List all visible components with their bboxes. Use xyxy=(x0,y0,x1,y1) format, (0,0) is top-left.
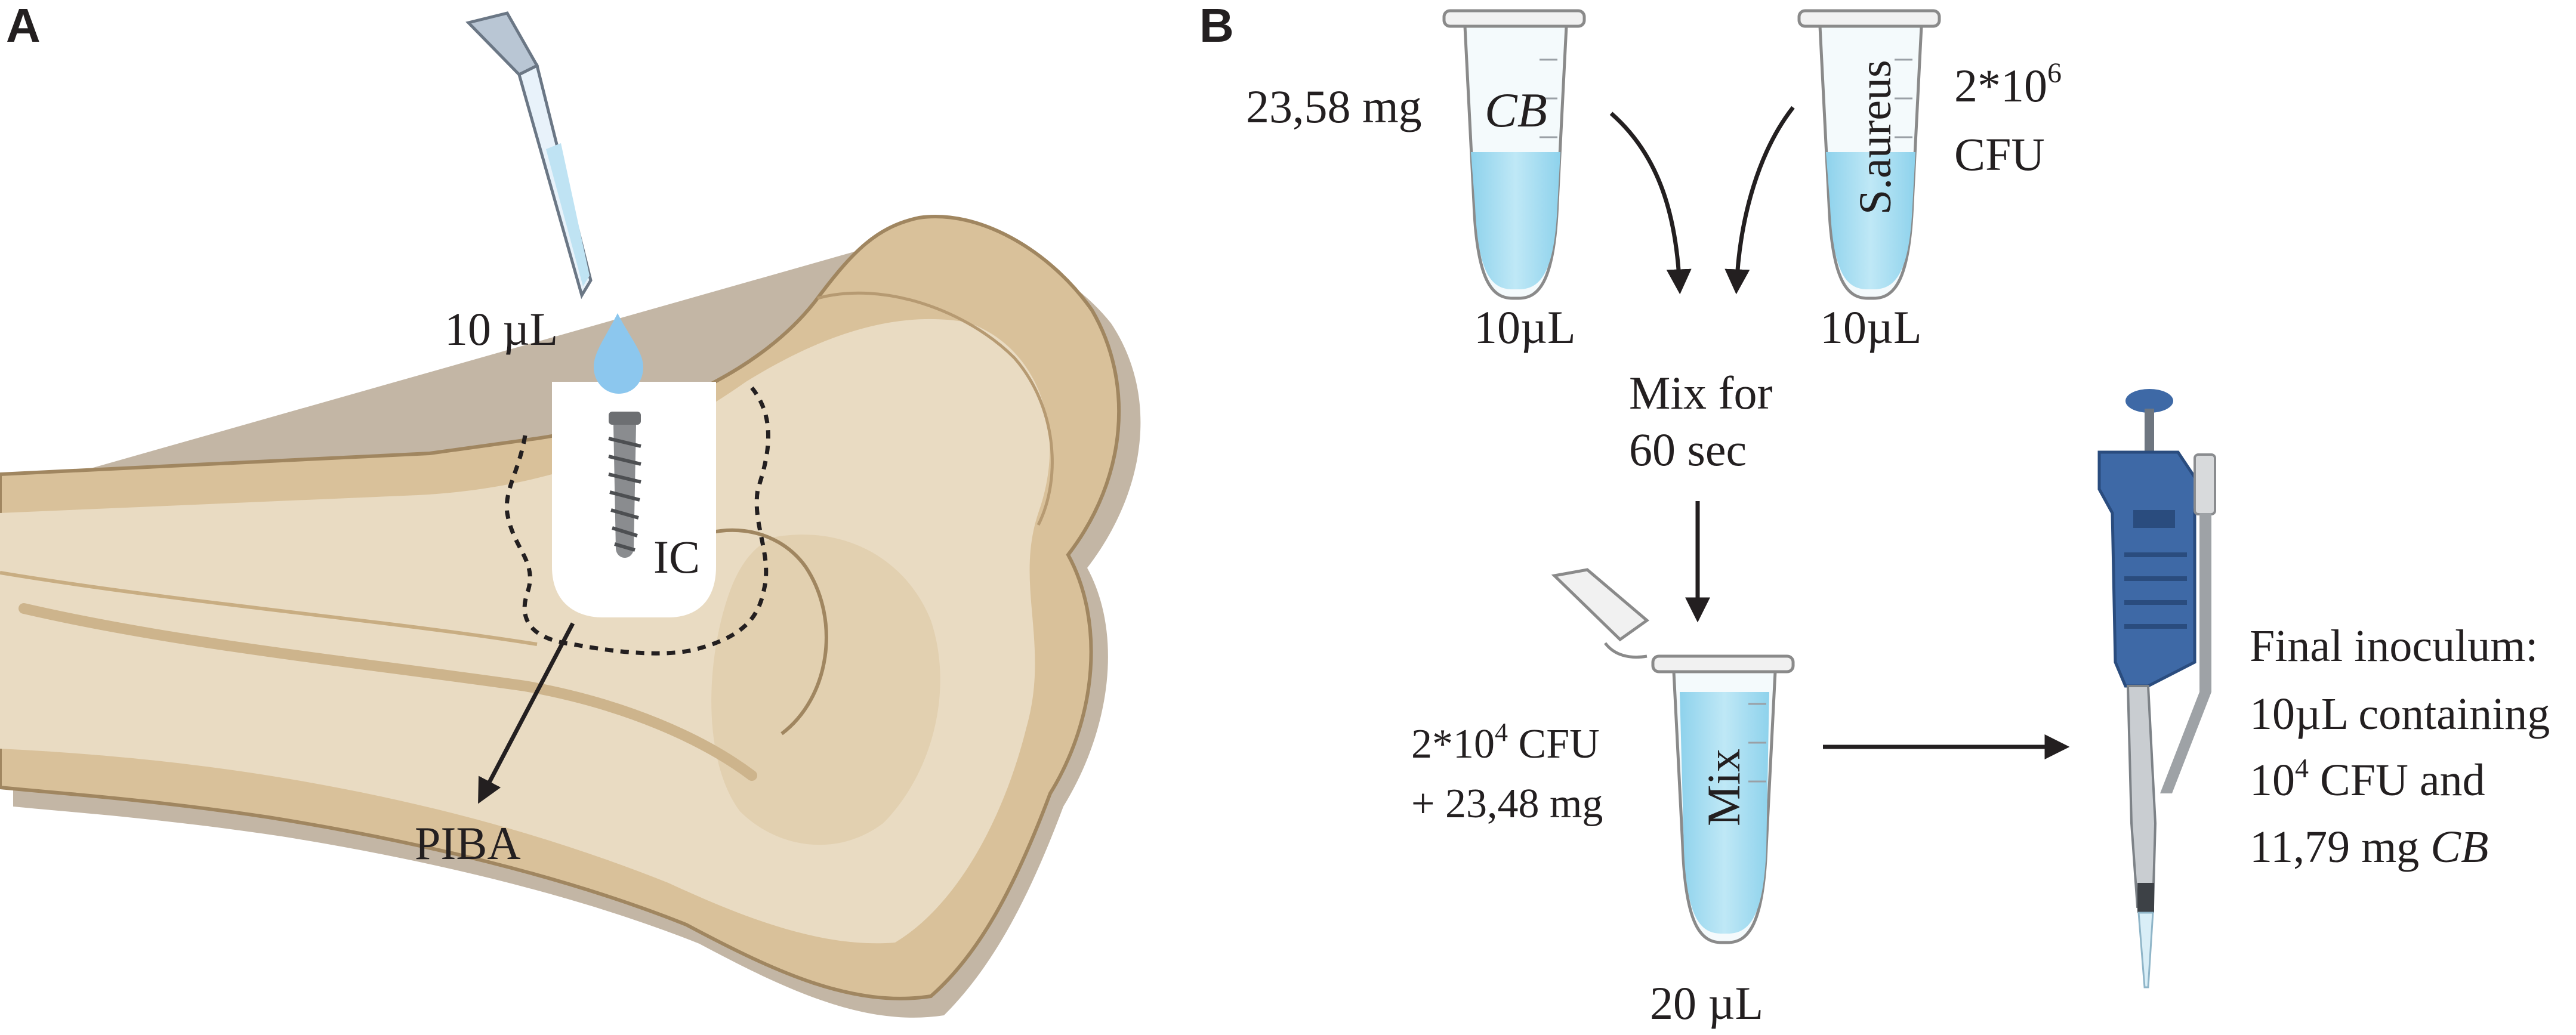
panel-b-letter: B xyxy=(1199,0,1234,52)
arrow-sa-to-mix xyxy=(1724,106,1795,295)
tube-cb-icon xyxy=(1442,9,1586,300)
tube-sa-icon xyxy=(1797,9,1941,300)
pipette-tip-icon xyxy=(465,11,593,299)
tube-cb-volume: 10µL xyxy=(1474,301,1576,353)
screw-implant xyxy=(608,412,641,558)
final-line3: 104 CFU and xyxy=(2250,753,2485,805)
micropipette-icon xyxy=(2097,389,2216,988)
final-line2: 10µL containing xyxy=(2250,689,2550,739)
piba-pointer-arrow xyxy=(478,622,575,804)
tube-mix-icon xyxy=(1551,568,1795,944)
arrow-cb-to-mix xyxy=(1609,112,1692,295)
volume-label-a: 10 µL xyxy=(445,303,558,355)
tube-sa-count: 2*106 xyxy=(1954,57,2062,112)
tube-sa-count-unit: CFU xyxy=(1954,128,2045,180)
peri-implant-boundary xyxy=(504,386,770,656)
implant-label: IC xyxy=(653,531,700,583)
mix-step-line2: 60 sec xyxy=(1629,424,1747,475)
panel-a: A xyxy=(0,0,1141,1018)
panel-a-letter: A xyxy=(6,0,41,52)
final-line1: Final inoculum: xyxy=(2250,621,2538,671)
tube-sa-label: S.aureus xyxy=(1850,60,1901,215)
bone-area-label: PIBA xyxy=(415,817,521,869)
mix-step-line1: Mix for xyxy=(1629,367,1773,419)
tube-mix-volume: 20 µL xyxy=(1650,977,1763,1029)
drop-icon xyxy=(594,313,643,394)
tube-cb-mass: 23,58 mg xyxy=(1246,81,1422,132)
tube-mix-count: 2*104 CFU xyxy=(1411,718,1600,767)
final-line4: 11,79 mg CB xyxy=(2250,822,2488,872)
bone-illustration xyxy=(0,214,1141,1018)
panel-b: B CB 23,58 mg 10µL S.aureus xyxy=(1199,0,2550,1029)
tube-mix-mass: + 23,48 mg xyxy=(1411,781,1603,827)
tube-mix-label: Mix xyxy=(1698,749,1750,826)
tube-cb-label: CB xyxy=(1485,83,1547,137)
tube-sa-volume: 10µL xyxy=(1820,301,1922,353)
